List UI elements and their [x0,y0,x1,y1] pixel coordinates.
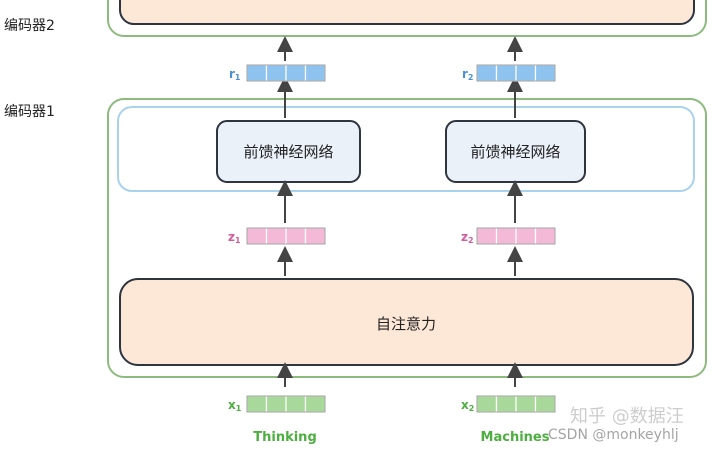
r2-vector-outline [476,64,556,82]
z2-cell [534,227,556,245]
x1-cell [304,395,326,413]
self-attention-block [119,278,694,366]
x2-cell [534,395,556,413]
z1-cell [285,227,307,245]
x2-label: x2 [461,398,474,413]
encoder1-outer-box [107,98,707,378]
x2-vector [476,395,556,413]
r1-cell [304,64,326,82]
encoder2-label: 编码器2 [4,18,55,34]
watermark-csdn: CSDN @monkeyhlj [548,427,679,443]
x1-label: x1 [228,398,242,413]
r1-vector-outline [246,64,326,82]
z2-cell [495,227,517,245]
z2-vector [476,227,556,245]
r2-cell [476,64,498,82]
r1-vector [246,64,326,82]
z1-cell [304,227,326,245]
input-word-thinking: Thinking [253,430,317,445]
z2-cell [515,227,537,245]
vectors-layer [246,64,556,413]
r1-cell [265,64,287,82]
z2-vector-outline [476,227,556,245]
watermark-zhihu: 知乎 @数据汪 [570,406,684,427]
r1-label: r1 [229,67,241,82]
x2-cell [495,395,517,413]
ffn-group-box [117,106,695,192]
r1-cell [246,64,268,82]
x1-cell [246,395,268,413]
r2-cell [495,64,517,82]
x2-vector-outline [476,395,556,413]
r2-label: r2 [462,67,474,82]
encoder2-inner-box [119,0,695,25]
z2-cell [476,227,498,245]
encoder1-label: 编码器1 [4,104,55,120]
x1-cell [265,395,287,413]
z2-label: z2 [461,230,474,245]
ffn-block-1-label: 前馈神经网络 [243,143,333,161]
input-word-machines: Machines [481,430,550,445]
x1-vector-outline [246,395,326,413]
z1-cell [265,227,287,245]
r1-cell [285,64,307,82]
r2-cell [534,64,556,82]
self-attention-label: 自注意力 [376,315,436,333]
r2-vector [476,64,556,82]
x2-cell [515,395,537,413]
z1-vector-outline [246,227,326,245]
x2-cell [476,395,498,413]
z1-vector [246,227,326,245]
x1-vector [246,395,326,413]
z1-cell [246,227,268,245]
x1-cell [285,395,307,413]
ffn-block-2-label: 前馈神经网络 [470,143,560,161]
encoder2-outer-box [107,0,707,37]
z1-label: z1 [228,230,241,245]
r2-cell [515,64,537,82]
arrows [277,36,523,387]
